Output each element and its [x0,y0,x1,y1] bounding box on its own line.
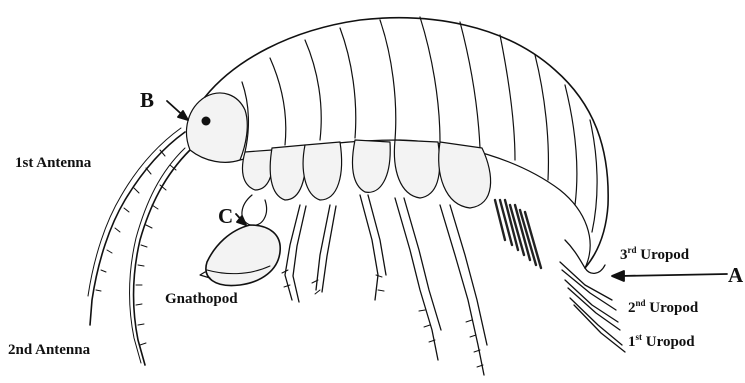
label-c: C [218,204,233,229]
uropod3-num: 3 [620,247,628,263]
pleopods [495,200,541,268]
uropod3-sup: rd [628,245,637,255]
uropod1-num: 1 [628,334,636,350]
label-second-antenna: 2nd Antenna [8,342,90,359]
second-antenna [134,150,190,365]
label-first-uropod: 1st Uropod [628,332,695,351]
label-gnathopod: Gnathopod [165,291,238,308]
uropod2-sup: nd [636,298,646,308]
gnathopod-appendage [200,195,280,286]
uropod2-word: Uropod [649,300,698,316]
uropod2-num: 2 [628,300,636,316]
uropod3-word: Uropod [640,247,689,263]
label-a: A [728,263,743,288]
pereopods [282,195,487,375]
label-b: B [140,88,154,113]
label-third-uropod: 3rd Uropod [620,245,689,264]
label-second-uropod: 2nd Uropod [628,298,698,317]
label-first-antenna: 1st Antenna [15,155,91,172]
uropod1-sup: st [636,332,643,342]
eye [202,117,211,126]
uropod1-word: Uropod [646,334,695,350]
coxal-plates [242,140,490,208]
head [186,93,247,162]
